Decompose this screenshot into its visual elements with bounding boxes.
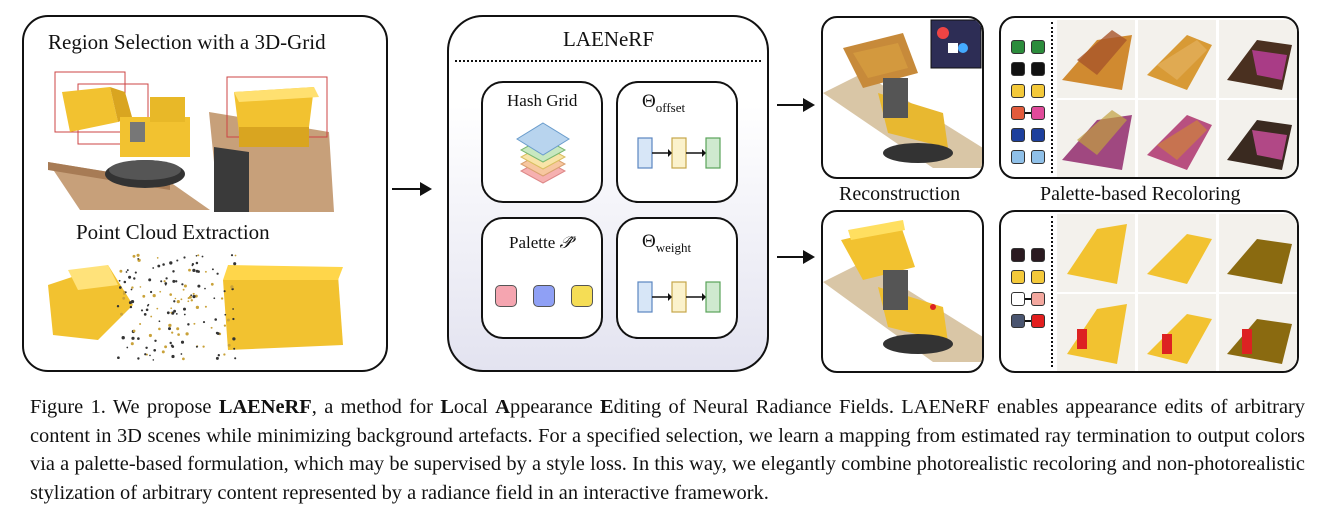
palette-swatch [1031,40,1045,54]
palette-swatch [1031,248,1045,262]
caption-text: ppearance [510,396,600,418]
palette-swatch [1011,150,1025,164]
palette-swatch [1031,270,1045,284]
palette-color-yellow [571,285,593,307]
palette-color-pink [495,285,517,307]
stylized-result-panel [821,16,984,179]
swatch-arrow [1025,320,1031,322]
swatch-arrow [1025,298,1031,300]
bucket-selection-image [209,76,334,212]
palette-swatch [1011,128,1025,142]
palette-swatch [1011,62,1025,76]
mlp-offset-icon [637,137,721,169]
stylized-bulldozer-image [823,19,982,168]
palette-swatch [1011,40,1025,54]
title-divider [455,60,761,62]
mlp-weight-icon [637,281,721,313]
palette-swatch [1031,62,1045,76]
reconstruction-bulldozer-image [823,220,982,362]
palette-swatch [1031,314,1045,328]
palette-swatch [1011,84,1025,98]
swatch-arrow [1025,112,1031,114]
model-title: LAENeRF [563,27,654,51]
hash-grid-module: Hash Grid [481,81,603,203]
palette-swatch [1011,270,1025,284]
point-cloud-image [48,253,343,361]
recoloring-label: Palette-based Recoloring [1040,183,1241,205]
theta-weight-label: Θweight [642,231,692,255]
palette-swatch [1011,292,1025,306]
region-selection-title: Region Selection with a 3D-Grid [48,30,326,54]
palette-swatch [1031,106,1045,120]
theta-weight-module: Θweight [616,217,738,339]
caption-bold-e: E [600,396,614,418]
caption-text: ocal [453,396,496,418]
palette-module: Palette 𝒫̂ [481,217,603,339]
recoloring-grid-panel [999,210,1299,373]
top-divider [1051,22,1053,173]
bulldozer-selection-image [48,71,210,210]
top-variant-grid [1057,20,1297,177]
figure-caption: Figure 1. We propose LAENeRF, a method f… [30,393,1305,507]
laenerf-model-panel: LAENeRF Hash Grid Θoffset Palette 𝒫̂ [447,15,769,372]
bottom-variant-grid [1057,214,1297,371]
palette-swatch [1031,150,1045,164]
palette-swatch [1011,106,1025,120]
palette-swatch [1011,248,1025,262]
palette-symbol: 𝒫̂ [559,233,572,252]
palette-swatch [1011,314,1025,328]
palette-label: Palette 𝒫̂ [509,233,572,252]
caption-method-name: LAENeRF [218,396,312,418]
reconstruction-panel [821,210,984,373]
stylization-grid-panel [999,16,1299,179]
top-palette [1009,40,1049,170]
theta-offset-module: Θoffset [616,81,738,203]
bottom-divider [1051,216,1053,367]
theta-offset-label: Θoffset [642,91,686,115]
arrow-to-model [392,182,432,196]
hash-grid-label: Hash Grid [507,91,578,110]
caption-text: , a method for [311,396,441,418]
point-cloud-title: Point Cloud Extraction [76,220,270,244]
palette-swatch [1031,292,1045,306]
caption-bold-l: L [440,396,454,418]
caption-bold-a: A [495,396,510,418]
arrow-to-stylization [777,98,815,112]
arrow-to-recoloring [777,250,815,264]
region-selection-panel: Region Selection with a 3D-Grid Point Cl… [22,15,388,372]
hash-grid-icon [516,122,570,184]
palette-swatch [1031,84,1045,98]
bottom-palette [1009,248,1049,348]
caption-text: diting of Neural Radiance Fields. LAENeR… [30,396,1311,504]
palette-color-blue [533,285,555,307]
reconstruction-label: Reconstruction [839,183,961,205]
palette-swatch [1031,128,1045,142]
caption-text: Figure 1. We propose [30,396,219,418]
